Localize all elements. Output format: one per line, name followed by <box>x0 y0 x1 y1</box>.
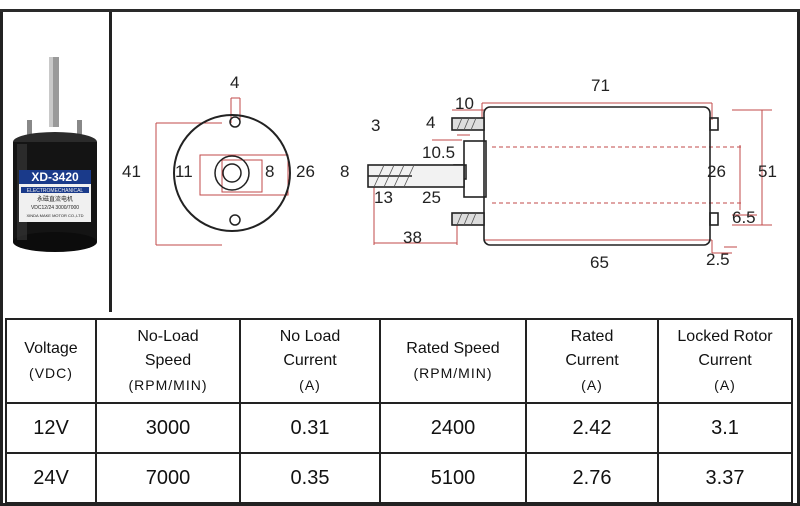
cell-rated-speed: 5100 <box>379 452 527 504</box>
header-no-load-speed: No-Load Speed (RPM/MIN) <box>95 318 241 404</box>
motor-bolt <box>27 120 32 138</box>
cell-locked-rotor-current: 3.37 <box>657 452 793 504</box>
dim-side-body: 65 <box>590 253 609 272</box>
motor-photo: XD-3420 ELECTROMECHANICAL 永磁直流电机 VDC12/2… <box>5 12 105 312</box>
dim-side-shaft-len: 25 <box>422 188 441 207</box>
table-row: 12V 3000 0.31 2400 2.42 3.1 <box>5 402 793 454</box>
motor-spec-text: VDC12/24 3000/7000 <box>31 205 79 211</box>
dim-front-shaft-left: 11 <box>175 162 193 181</box>
dim-side-terminal: 6.5 <box>732 208 756 227</box>
header-voltage: Voltage (VDC) <box>5 318 97 404</box>
motor-model-text: XD-3420 <box>31 170 79 184</box>
dimension-drawing: 4 41 11 8 26 71 10 4 3 10.5 8 13 25 38 6… <box>112 15 795 312</box>
table-row: 24V 7000 0.35 5100 2.76 3.37 <box>5 452 793 504</box>
cell-voltage: 24V <box>5 452 97 504</box>
header-rated-current: Rated Current (A) <box>525 318 659 404</box>
spec-table: Voltage (VDC) No-Load Speed (RPM/MIN) No… <box>5 318 793 504</box>
dim-front-shaft-right: 8 <box>265 162 274 181</box>
front-view <box>173 114 291 232</box>
dim-side-diameter: 51 <box>758 162 777 181</box>
cell-no-load-speed: 3000 <box>95 402 241 454</box>
dim-side-terminal-gap: 2.5 <box>706 250 730 269</box>
shaft-hatching <box>373 117 477 226</box>
dim-side-key: 3 <box>371 116 380 135</box>
dim-side-bolt: 4 <box>426 113 435 132</box>
cell-no-load-current: 0.31 <box>239 402 381 454</box>
panel-divider <box>109 12 112 312</box>
dim-side-rear-boss: 26 <box>707 162 726 181</box>
cell-rated-current: 2.76 <box>525 452 659 504</box>
top-rule <box>0 0 800 12</box>
cell-rated-current: 2.42 <box>525 402 659 454</box>
cell-rated-speed: 2400 <box>379 402 527 454</box>
cell-locked-rotor-current: 3.1 <box>657 402 793 454</box>
dim-side-boss-len: 10.5 <box>422 143 455 162</box>
motor-maker-text: XINDA MAKE MOTOR CO.,LTD <box>27 213 84 218</box>
header-no-load-current: No Load Current (A) <box>239 318 381 404</box>
motor-subtitle-text: 永磁直流电机 <box>37 195 73 203</box>
side-view <box>367 106 719 246</box>
header-locked-rotor-current: Locked Rotor Current (A) <box>657 318 793 404</box>
motor-shaft <box>49 57 59 127</box>
motor-brand-text: ELECTROMECHANICAL <box>27 188 84 194</box>
header-rated-speed: Rated Speed (RPM/MIN) <box>379 318 527 404</box>
dim-front-height: 41 <box>122 162 141 181</box>
cell-no-load-current: 0.35 <box>239 452 381 504</box>
dim-front-bolt: 4 <box>230 73 239 92</box>
dim-side-shaft-flat: 13 <box>374 188 393 207</box>
cell-no-load-speed: 7000 <box>95 452 241 504</box>
cell-voltage: 12V <box>5 402 97 454</box>
dim-side-shaft: 8 <box>340 162 349 181</box>
dim-front-boss: 26 <box>296 162 315 181</box>
dim-side-flange: 10 <box>455 94 474 113</box>
dim-side-total-shaft: 38 <box>403 228 422 247</box>
dim-side-length: 71 <box>591 76 610 95</box>
spec-table-header-row: Voltage (VDC) No-Load Speed (RPM/MIN) No… <box>5 318 793 404</box>
motor-bolt <box>77 120 82 138</box>
